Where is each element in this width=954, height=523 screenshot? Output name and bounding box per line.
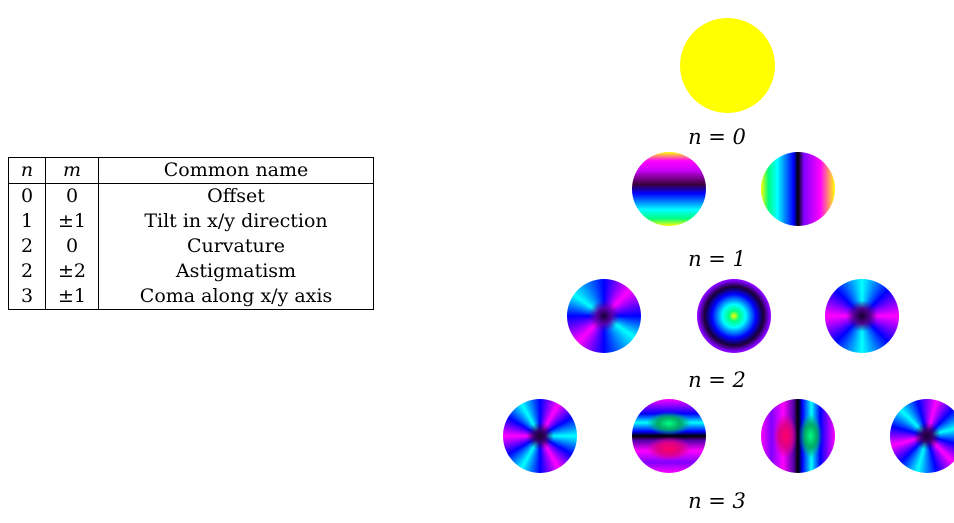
cell-n: 2 <box>9 234 46 259</box>
zernike-mode-n2-curvature <box>697 279 771 353</box>
header-m: m <box>46 158 99 184</box>
cell-name: Offset <box>99 184 374 210</box>
zernike-mode-n3-trefoil-a <box>503 399 577 473</box>
zernike-mode-n3-coma-x <box>761 399 835 473</box>
cell-m: 0 <box>46 234 99 259</box>
level-label-n1: n = 1 <box>657 247 777 271</box>
level-label-n0: n = 0 <box>657 125 777 149</box>
header-n: n <box>9 158 46 184</box>
table-header-row: n m Common name <box>9 158 374 184</box>
zernike-mode-n0 <box>680 18 775 113</box>
cell-m: 0 <box>46 184 99 210</box>
zernike-mode-n3-coma-y <box>632 399 706 473</box>
cell-n: 3 <box>9 284 46 310</box>
cell-m: ±1 <box>46 209 99 234</box>
table-row: 0 0 Offset <box>9 184 374 210</box>
level-label-n3: n = 3 <box>657 489 777 513</box>
level-label-n2: n = 2 <box>657 368 777 392</box>
cell-name: Coma along x/y axis <box>99 284 374 310</box>
cell-n: 0 <box>9 184 46 210</box>
header-common-name: Common name <box>99 158 374 184</box>
zernike-table: n m Common name 0 0 Offset 1 ±1 Tilt in … <box>8 157 374 310</box>
zernike-mode-n1-tilt-x <box>761 152 835 226</box>
cell-name: Astigmatism <box>99 259 374 284</box>
cell-m: ±2 <box>46 259 99 284</box>
table-row: 2 ±2 Astigmatism <box>9 259 374 284</box>
cell-name: Curvature <box>99 234 374 259</box>
zernike-mode-n2-astigmatism-b <box>825 279 899 353</box>
zernike-mode-n1-tilt-y <box>632 152 706 226</box>
cell-n: 1 <box>9 209 46 234</box>
table-row: 1 ±1 Tilt in x/y direction <box>9 209 374 234</box>
zernike-mode-n3-trefoil-b <box>890 399 954 473</box>
table-row: 2 0 Curvature <box>9 234 374 259</box>
table-row: 3 ±1 Coma along x/y axis <box>9 284 374 310</box>
zernike-mode-n2-astigmatism-a <box>567 279 641 353</box>
cell-name: Tilt in x/y direction <box>99 209 374 234</box>
cell-n: 2 <box>9 259 46 284</box>
cell-m: ±1 <box>46 284 99 310</box>
